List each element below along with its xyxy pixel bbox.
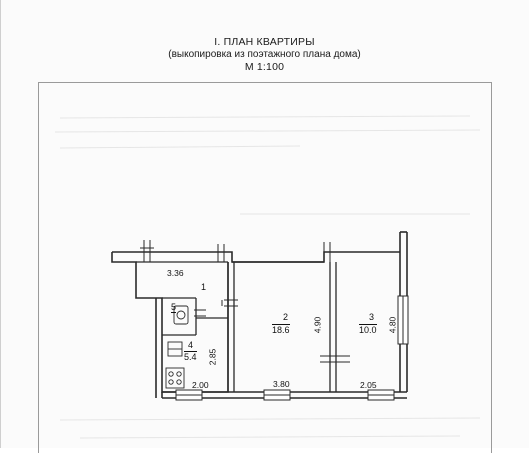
- page-edge: [0, 0, 1, 448]
- dim-room2-depth: 4.90: [312, 316, 323, 334]
- dim-kitchen-height: 2.85: [207, 348, 218, 366]
- room-2-number: 2: [283, 312, 289, 322]
- dim-room3-depth: 4.80: [387, 316, 398, 334]
- plan-scale: М 1:100: [244, 61, 285, 73]
- fixtures: [165, 305, 189, 389]
- dim-room3-width: 2.05: [360, 380, 377, 390]
- interior-walls: [136, 261, 337, 392]
- plan-title: I. ПЛАН КВАРТИРЫ: [214, 36, 315, 48]
- plan-header: I. ПЛАН КВАРТИРЫ (выкопировка из поэтажн…: [0, 36, 529, 74]
- room-4-area: 5.4: [184, 351, 197, 362]
- room-5-number: 5: [171, 302, 177, 313]
- room-3-number: 3: [369, 312, 375, 322]
- door-marks: [140, 240, 350, 368]
- dim-kitchen-width: 2.00: [192, 380, 209, 390]
- outer-walls: [111, 231, 408, 399]
- room-2-area: 18.6: [272, 324, 290, 335]
- windows: [175, 295, 409, 401]
- plan-subtitle: (выкопировка из поэтажного плана дома): [168, 48, 361, 60]
- room-4-number: 4: [188, 340, 194, 350]
- drawing-frame: [38, 82, 492, 453]
- dim-top-corridor: 3.36: [167, 268, 184, 278]
- room-1-number: 1: [201, 282, 207, 292]
- room-3-area: 10.0: [359, 324, 377, 335]
- scan-texture: [54, 115, 481, 439]
- dim-room2-width: 3.80: [273, 379, 290, 389]
